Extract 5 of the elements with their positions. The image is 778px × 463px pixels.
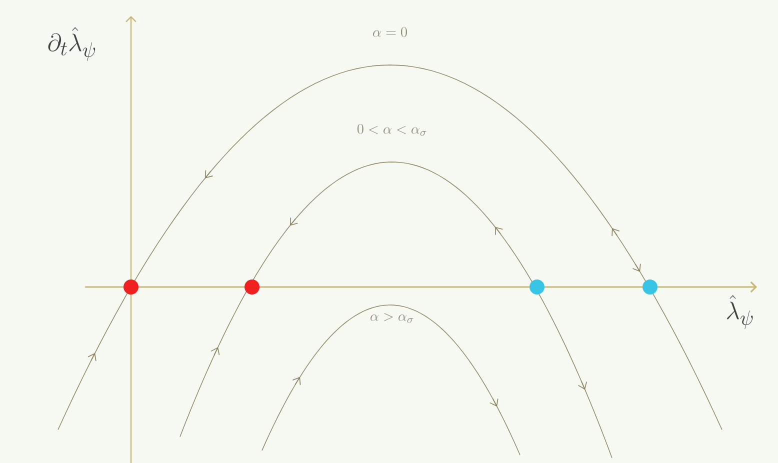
axis-label: $\partial_t \hat{\lambda}_\psi$ xyxy=(48,27,96,62)
axis-label: $\hat{\lambda}_\psi$ xyxy=(727,295,753,330)
curve-label: $0 < \alpha < \alpha_\sigma$ xyxy=(358,124,426,136)
curve-label: $\alpha = 0$ xyxy=(373,27,407,37)
curve-label: $\alpha > \alpha_\sigma$ xyxy=(370,313,414,323)
